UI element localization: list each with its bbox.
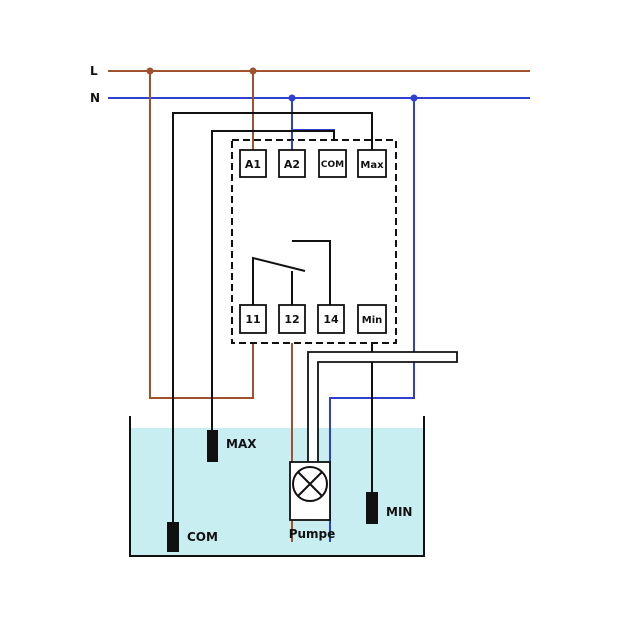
terminal-a1-label: A1 <box>245 158 261 171</box>
neutral-label: N <box>90 91 100 105</box>
pump-outlet-pipe <box>307 351 458 462</box>
terminal-com: COM <box>318 149 347 178</box>
terminal-11-label: 11 <box>245 313 260 326</box>
phase-to-terminal-11-wire <box>149 71 254 399</box>
terminal-max-label: Max <box>360 160 384 171</box>
terminal-14-label: 14 <box>323 313 339 326</box>
contact-14-leg <box>292 240 331 305</box>
probe-com-icon <box>167 522 179 552</box>
terminal-min-label: Min <box>362 315 383 326</box>
terminal-a2: A2 <box>278 149 306 178</box>
phase-label: L <box>90 64 98 78</box>
terminal-min: Min <box>357 304 387 334</box>
terminal-a2-label: A2 <box>284 158 300 171</box>
neutral-to-a2-routing <box>291 98 335 140</box>
probe-com-label: COM <box>187 530 218 544</box>
pump-motor-icon <box>292 466 328 502</box>
probe-min-label: MIN <box>386 505 412 519</box>
terminal-a1: A1 <box>239 149 267 178</box>
contact-switch-arm <box>252 256 306 305</box>
probe-min-icon <box>366 492 378 524</box>
terminal-14: 14 <box>317 304 345 334</box>
com-probe-wire <box>172 112 373 522</box>
terminal-12: 12 <box>278 304 306 334</box>
terminal-com-label: COM <box>321 160 344 170</box>
probe-max-icon <box>207 430 218 462</box>
terminal-max: Max <box>357 149 387 178</box>
pump-label: Pumpe <box>289 527 336 541</box>
tank-outline <box>129 416 425 557</box>
probe-max-label: MAX <box>226 437 257 451</box>
terminal-12-label: 12 <box>284 313 299 326</box>
terminal-11: 11 <box>239 304 267 334</box>
